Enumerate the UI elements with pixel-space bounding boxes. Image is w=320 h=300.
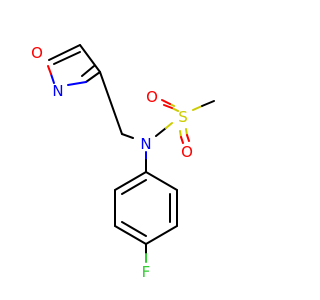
atom-label-fluorine: F [142, 263, 151, 281]
bond-s-o-lower-b [185, 128, 188, 136]
bond-s-o-lower-b2 [186, 134, 190, 142]
bond-ph-3-4 [145, 225, 178, 245]
bond-c5-c4 [48, 44, 81, 61]
bond-o-ring-n-ring [47, 65, 52, 75]
bond-ch2-n [121, 133, 134, 139]
bond-c4-c3 [79, 44, 101, 73]
bond-s-o-lower-a2 [180, 136, 184, 144]
bond-c5-c4-double [53, 51, 81, 65]
bond-n-s [155, 127, 167, 137]
bond-c3-ch2 [99, 71, 123, 135]
atom-label-isoxazole-n: N [52, 82, 63, 100]
bond-s-o-upper-b2 [163, 104, 173, 109]
bond-ph-4-5 [114, 225, 147, 245]
bond-n-ring-o-ring [50, 73, 55, 84]
bond-ph-1-2 [145, 171, 178, 191]
molecule-structure: O N N S O O F [31, 44, 215, 281]
bond-ph-6-1 [114, 171, 147, 191]
atom-label-sulfonyl-o-upper: O [146, 88, 158, 106]
bond-c3-n-ring-double [81, 65, 95, 77]
bond-s-n-half [165, 122, 173, 129]
bond-n-ring-c3 [67, 81, 87, 86]
bond-ph-6-1-double [121, 179, 147, 195]
bond-ph-4-5-double [121, 221, 147, 237]
bond-s-o-lower-a [179, 130, 182, 138]
bond-s-o-upper-a2 [161, 99, 171, 105]
atom-label-isoxazole-o: O [31, 44, 43, 62]
atom-label-sulfonamide-n: N [140, 135, 151, 153]
bond-c3-n-ring [85, 71, 101, 83]
molecule-canvas: O N N S O O F [31, 44, 215, 281]
bond-s-ch3-a [192, 105, 203, 111]
bond-s-ch3-b [201, 100, 215, 107]
atom-label-sulfur: S [178, 108, 188, 126]
atom-label-sulfonyl-o-lower: O [181, 143, 193, 161]
bond-s-o-upper-b [171, 107, 179, 112]
